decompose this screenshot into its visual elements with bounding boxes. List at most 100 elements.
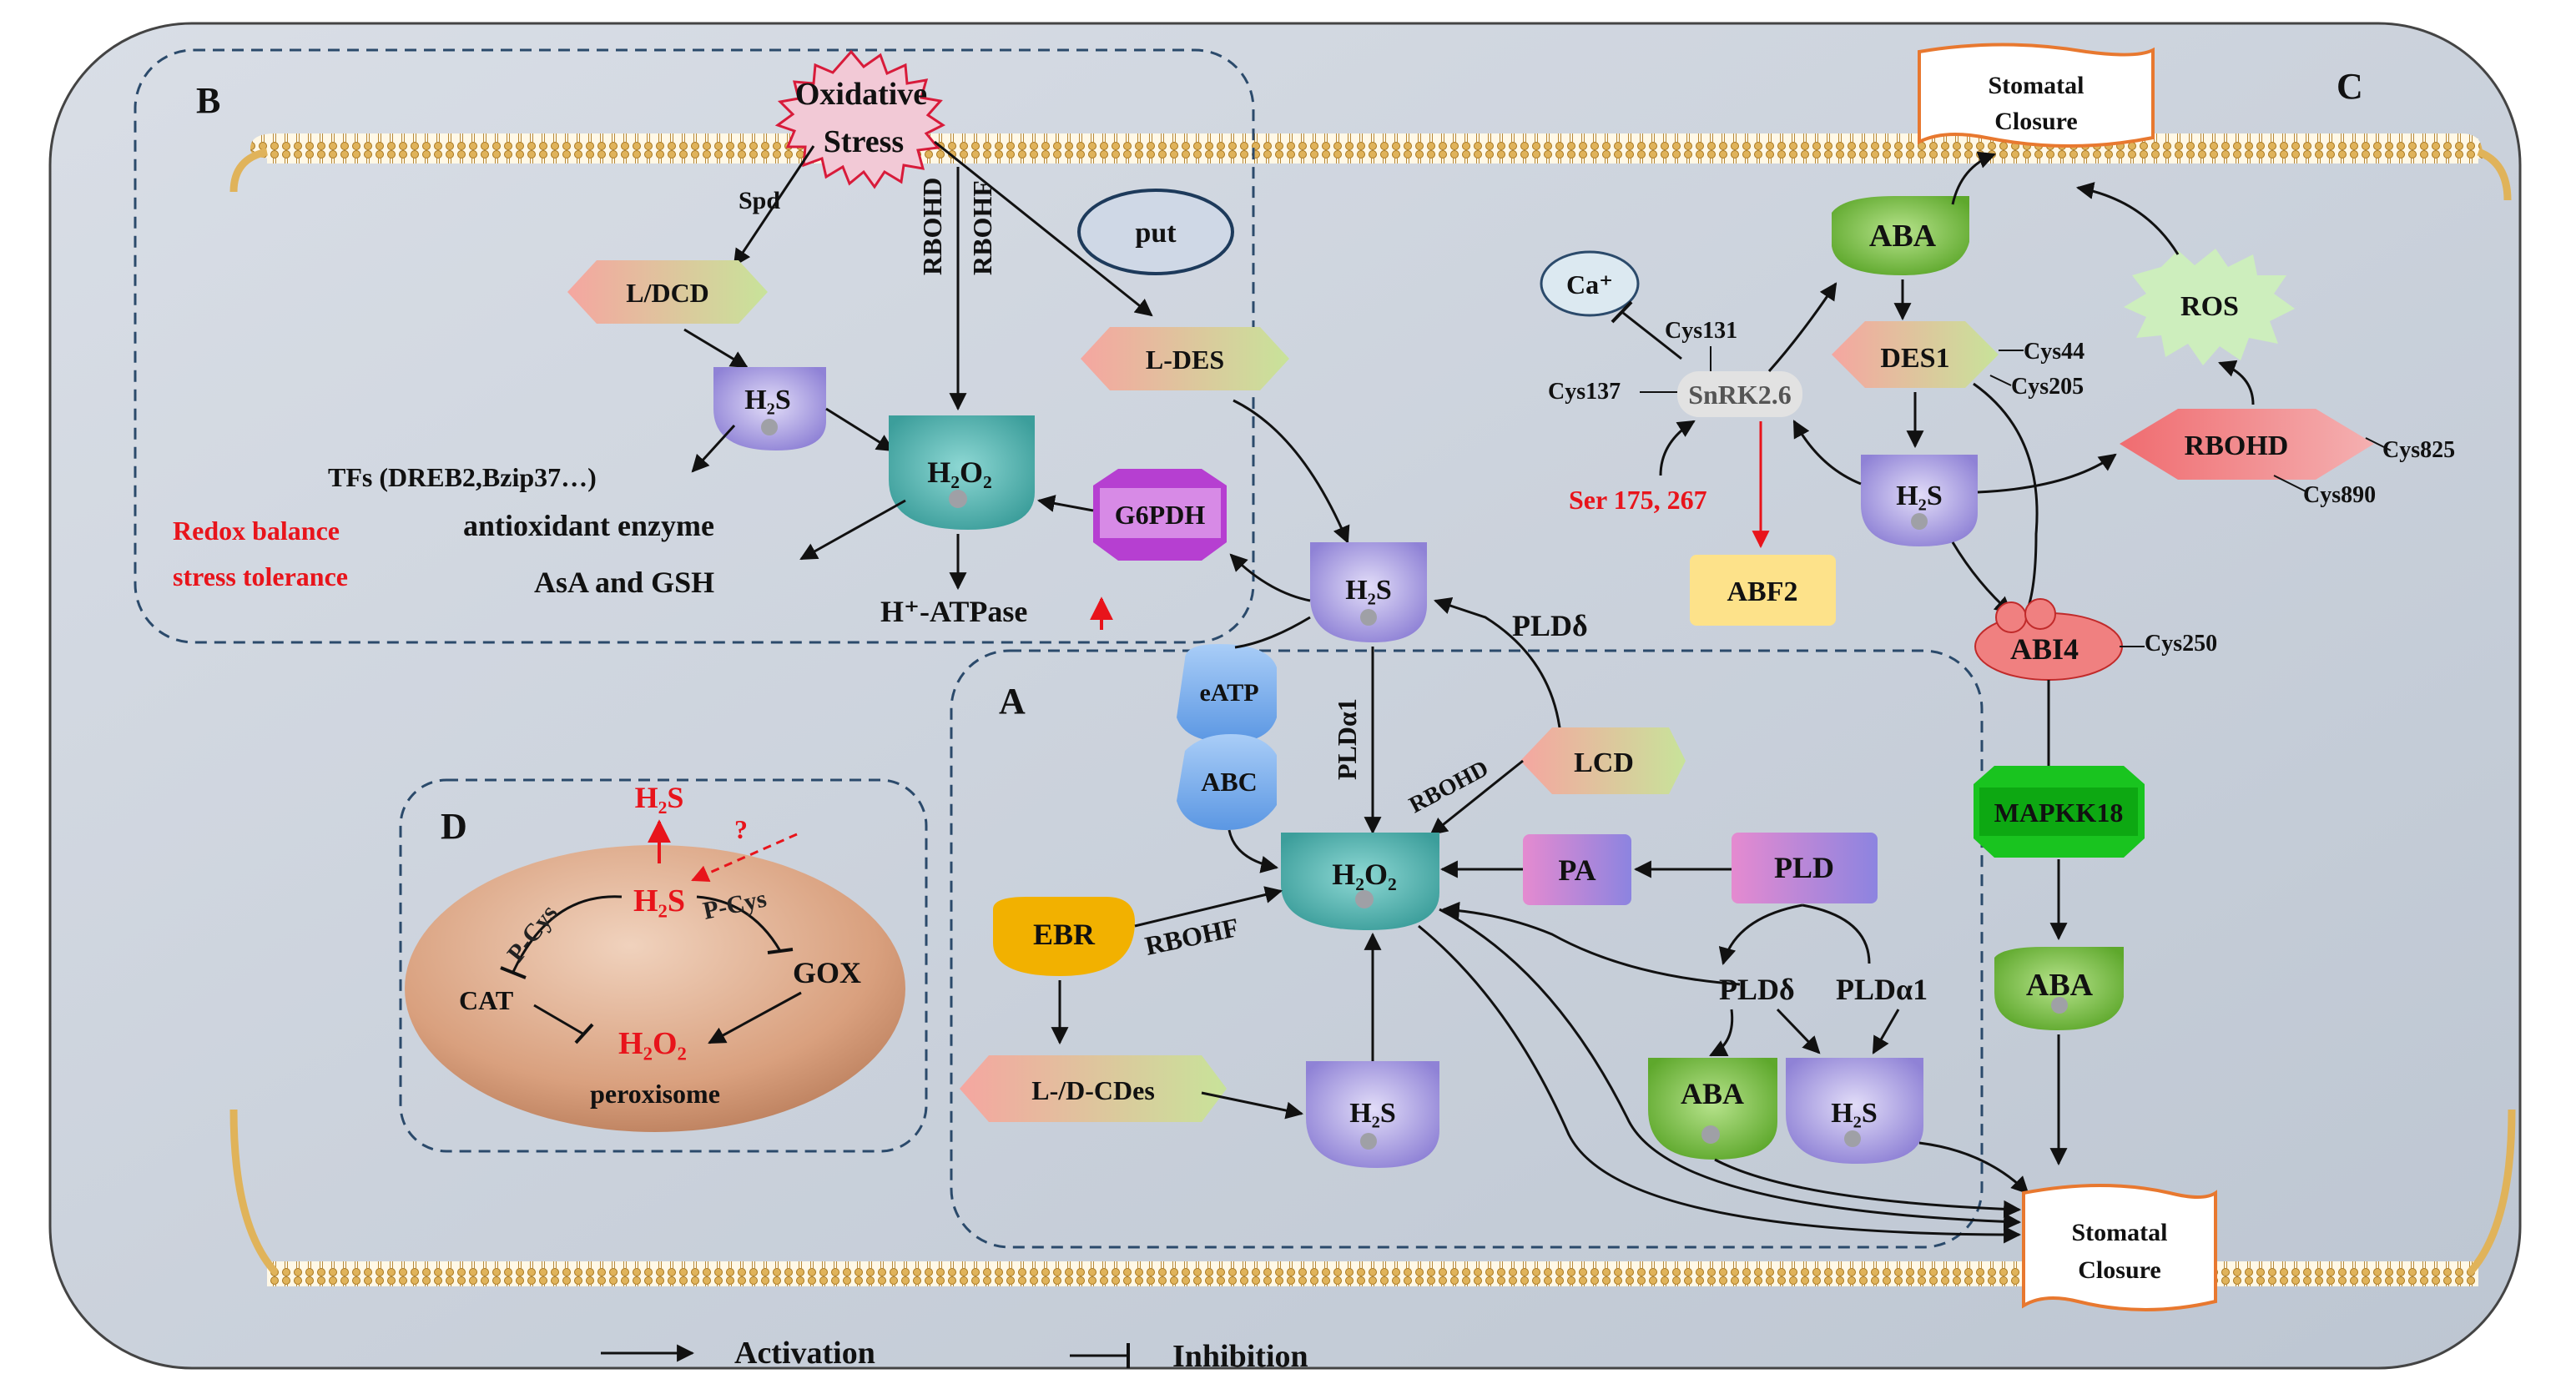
eatp-label: eATP [1199, 679, 1258, 707]
arrow-stress-to-ldcd [733, 145, 815, 267]
arrow-aba-to-closure-top [1951, 151, 1996, 205]
pa-box [1523, 834, 1631, 905]
membrane-left-curve [229, 148, 269, 193]
arrow-ser-to-snrk [1659, 420, 1696, 476]
abi4-node: ABI4 [1974, 598, 2123, 681]
h2s-node-c: H₂S [1861, 455, 1978, 546]
ldcdes-hexagon [960, 1055, 1227, 1122]
h2s-node-c-dot [1911, 513, 1928, 530]
rbohd-vertical-label: RBOHD [917, 178, 947, 275]
abc-node: ABC [1177, 734, 1277, 830]
asa-gsh-label: AsA and GSH [534, 566, 714, 599]
abi4-bump-right [2024, 598, 2056, 630]
aba-node-top: ABA [1832, 196, 1969, 275]
aba-node-top-shape [1832, 196, 1969, 275]
line-h2s-to-eatp [1234, 616, 1311, 649]
mapkk18-node: MAPKK18 [1974, 766, 2145, 858]
h2s-node-b-shape [713, 367, 826, 450]
arrow-h2s-to-h2o2-b [825, 407, 895, 452]
cys131-label: Cys131 [1665, 318, 1737, 344]
g6pdh-node: G6PDH [1093, 469, 1227, 561]
tfs-label: TFs (DREB2,Bzip37…) [328, 462, 597, 492]
arrow-pld-delta-to-aba [1709, 1009, 1734, 1057]
h2s-node-a-bottom: H₂S [1306, 1061, 1439, 1168]
inhibit-cat-line [533, 1004, 585, 1036]
h2o2-node-a-dot [1355, 890, 1374, 908]
lcd-node: LCD [1520, 727, 1686, 794]
membrane-bottom-right-curve [2467, 1109, 2516, 1276]
peroxisome-label: peroxisome [590, 1079, 720, 1109]
redox-balance-label: Redox balance [173, 516, 340, 546]
arrow-g6pdh-to-h2o2 [1036, 495, 1094, 512]
ldcd-hexagon [567, 260, 768, 324]
oxidative-stress-node: Oxidative Stress [774, 49, 945, 189]
aba-node-a-label: ABA [1681, 1077, 1744, 1110]
cell-body [48, 22, 2522, 1370]
cat-label: CAT [459, 985, 513, 1015]
h2s-node-b-dot [761, 419, 778, 435]
abf2-box [1690, 555, 1836, 626]
put-label: put [1135, 218, 1177, 249]
h2s-node-a-right: H₂S [1786, 1058, 1923, 1164]
line-des1-to-abi4 [1973, 382, 2039, 610]
dashed-arrow-in [691, 833, 798, 882]
inhibit-bar-right [767, 948, 794, 954]
inhibit-ca-bar [1611, 300, 1633, 324]
arrow-ros-to-closure [2075, 182, 2180, 255]
stomatal-closure-top-line2: Closure [1994, 108, 2077, 135]
abc-label: ABC [1201, 767, 1258, 797]
arrow-ldes-to-h2s [1233, 399, 1350, 544]
curve-pld-split-right [1802, 903, 1871, 964]
h2s-node-center-dot [1360, 609, 1377, 626]
oxidative-stress-line1: Oxidative [795, 77, 927, 112]
stomatal-closure-top-shape [1918, 43, 2155, 148]
h2s-node-a-bottom-dot [1360, 1133, 1377, 1150]
abi4-bump-left [1995, 601, 2027, 633]
cys890-tick [2273, 475, 2308, 493]
question-mark: ? [734, 814, 748, 844]
arrow-h2s-right-to-closure [1918, 1141, 2029, 1195]
aba-node-a-dot [1701, 1125, 1720, 1144]
arrow-h2o2-to-closure-1 [1439, 908, 2022, 1230]
ros-node: ROS [2124, 249, 2295, 365]
lcd-label: LCD [1574, 747, 1634, 778]
h2s-out-label: H₂S [635, 781, 684, 814]
des1-hexagon [1832, 321, 1999, 388]
membrane-right-curve [2477, 148, 2512, 201]
arrow-stress-to-ldes [934, 140, 1153, 317]
snrk-node: SnRK2.6 [1677, 371, 1802, 417]
h2o2-node-b-label: H₂O₂ [927, 455, 992, 489]
inhibit-cat-bar [574, 1023, 594, 1044]
snrk-box [1677, 371, 1802, 417]
des1-node: DES1 [1832, 321, 1999, 388]
ldcd-label: L/DCD [626, 278, 709, 308]
stomatal-closure-top-line1: Stomatal [1989, 72, 2084, 99]
h2o2-node-a: H₂O₂ [1281, 833, 1439, 930]
des1-label: DES1 [1880, 343, 1949, 374]
put-ellipse [1077, 189, 1234, 275]
cys205-tick [1989, 375, 2012, 386]
panel-a-frame [950, 649, 1984, 1249]
arrow-pld-delta-to-h2o2 [1441, 901, 1741, 986]
h2s-node-a-right-shape [1786, 1058, 1923, 1164]
rbohd-diamond [2120, 409, 2374, 480]
h2o2-node-a-shape [1281, 833, 1439, 930]
ldcdes-label: L-/D-CDes [1031, 1075, 1155, 1105]
h2s-node-a-bottom-shape [1306, 1061, 1439, 1168]
ldcdes-node: L-/D-CDes [960, 1055, 1227, 1122]
arrow-h2s-to-tfs [691, 424, 736, 473]
h2o2-node-b: H₂O₂ [889, 415, 1035, 530]
h2s-node-b-label: H₂S [744, 385, 791, 415]
eatp-shape [1177, 644, 1277, 742]
stress-tolerance-label: stress tolerance [173, 561, 348, 591]
h-atpase-label: H⁺-ATPase [880, 595, 1027, 628]
oxidative-stress-burst [774, 49, 945, 189]
arrow-h2s-to-g6pdh [1229, 553, 1311, 602]
rbohd-node-c: RBOHD [2120, 409, 2374, 480]
h2s-node-center-label: H₂S [1345, 575, 1392, 606]
aba-node-bottom-label: ABA [2026, 968, 2094, 1003]
panel-b-letter: B [196, 80, 220, 121]
stomatal-closure-bottom: Stomatal Closure [2022, 1184, 2217, 1311]
inhibit-bar-left [500, 966, 527, 979]
